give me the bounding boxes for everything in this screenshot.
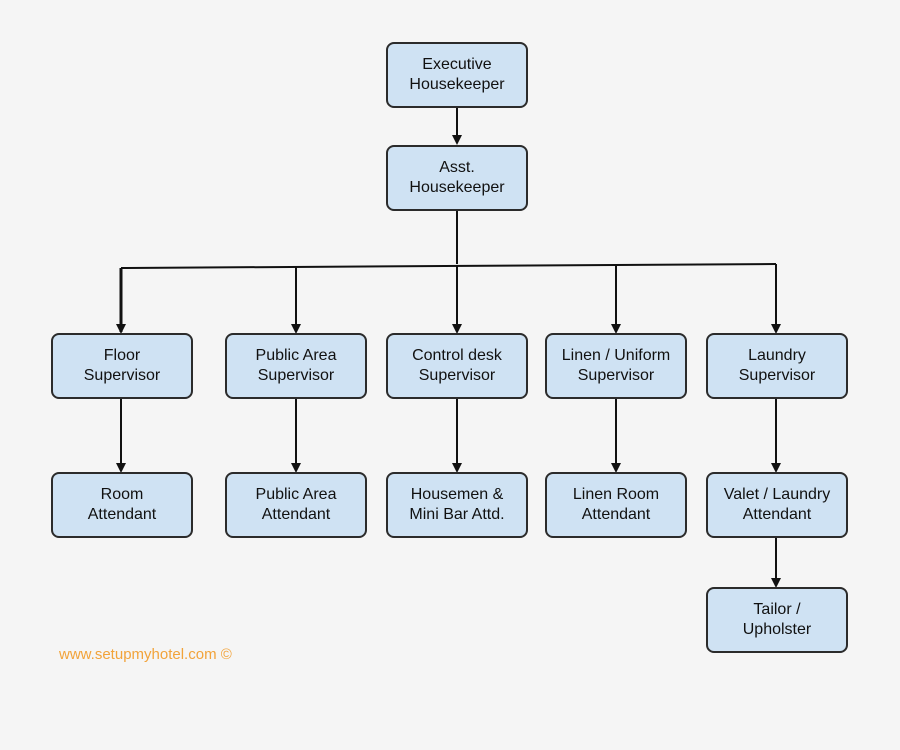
node-label-line: Room xyxy=(100,486,144,503)
node-label-line: Public Area xyxy=(255,347,337,364)
node-label-line: Upholster xyxy=(742,621,812,638)
node-label-line: Housekeeper xyxy=(409,76,505,93)
node-label-line: Asst. xyxy=(439,159,475,176)
node-label-line: Floor xyxy=(103,347,141,364)
node-label-line: Housemen & xyxy=(410,486,504,503)
node-asst-housekeeper: Asst. Housekeeper xyxy=(386,145,528,211)
node-label-line: Executive xyxy=(422,56,492,73)
node-label-line: Attendant xyxy=(581,506,651,523)
node-label-line: Housekeeper xyxy=(409,179,505,196)
node-label-line: Supervisor xyxy=(418,367,496,384)
node-label-line: Supervisor xyxy=(257,367,335,384)
node-label-line: Valet / Laundry xyxy=(723,486,831,503)
arrows xyxy=(116,108,781,588)
node-tailor-upholster: Tailor / Upholster xyxy=(706,587,848,653)
node-label-line: Attendant xyxy=(742,506,812,523)
node-label-line: Supervisor xyxy=(83,367,161,384)
node-label-line: Linen / Uniform xyxy=(561,347,671,364)
node-housemen-minibar: Housemen & Mini Bar Attd. xyxy=(386,472,528,538)
node-label-line: Laundry xyxy=(748,347,806,364)
node-label-line: Supervisor xyxy=(577,367,655,384)
horizontal-bus xyxy=(120,263,777,269)
node-label-line: Linen Room xyxy=(572,486,660,503)
node-label-line: Attendant xyxy=(87,506,157,523)
node-label-line: Attendant xyxy=(261,506,331,523)
node-label-line: Supervisor xyxy=(738,367,816,384)
node-label-line: Tailor / xyxy=(753,601,801,618)
node-label-line: Mini Bar Attd. xyxy=(409,506,505,523)
node-label-line: Public Area xyxy=(255,486,337,503)
node-label-line: Control desk xyxy=(412,347,502,364)
footer-copyright: www.setupmyhotel.com © xyxy=(59,646,232,663)
